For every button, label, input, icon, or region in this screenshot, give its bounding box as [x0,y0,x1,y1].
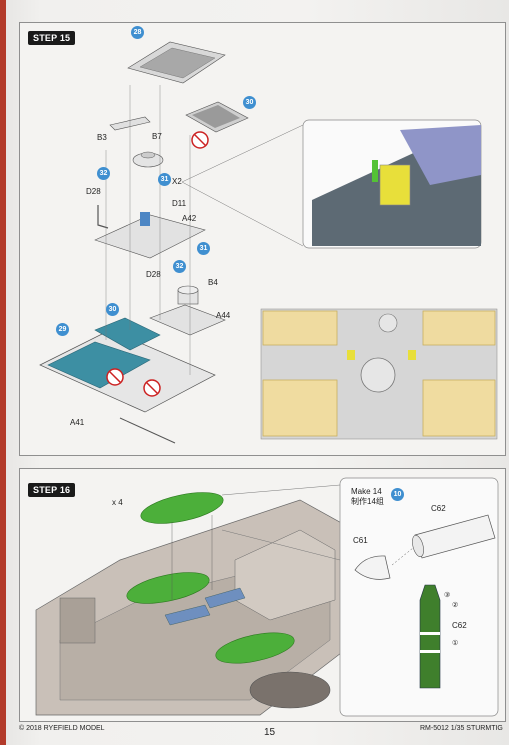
page-number: 15 [264,727,276,738]
step-1-marker: ① [452,640,459,647]
part-a41-label: A41 [70,418,85,427]
step16-title: STEP 16 [28,483,76,497]
callout-30-b: 30 [106,303,119,316]
step15-title: STEP 15 [28,31,76,45]
multiplier-label: X2 [172,177,182,186]
part-d28-label: D28 [86,187,101,196]
callout-31-b: 31 [197,242,210,255]
part-c61-label: C61 [353,536,368,545]
part-c62-label-2: C62 [452,621,467,630]
callout-29: 29 [56,323,69,336]
page-edge [0,0,6,745]
part-c62-label: C62 [431,504,446,513]
part-d11-label: D11 [172,199,187,208]
callout-10: 10 [391,488,404,501]
callout-32: 32 [97,167,110,180]
make-label: Make 14 [351,487,382,496]
callout-31: 31 [158,173,171,186]
part-d28-label-2: D28 [146,270,161,279]
part-b7-label: B7 [152,132,162,141]
step-2-marker: ② [452,602,459,609]
part-a42-label: A42 [182,214,197,223]
callout-30: 30 [243,96,256,109]
copyright-text: © 2018 RYEFIELD MODEL [19,725,105,732]
part-a44-label: A44 [216,311,231,320]
step-3-marker: ③ [444,592,451,599]
make-label-cn: 制作14组 [351,497,384,506]
kit-code: RM-5012 1/35 STURMTIG [420,725,503,732]
part-b3-label: B3 [97,133,107,142]
part-b4-label: B4 [208,278,218,287]
step16-multiplier: x 4 [112,498,123,507]
callout-28: 28 [131,26,144,39]
callout-32-b: 32 [173,260,186,273]
